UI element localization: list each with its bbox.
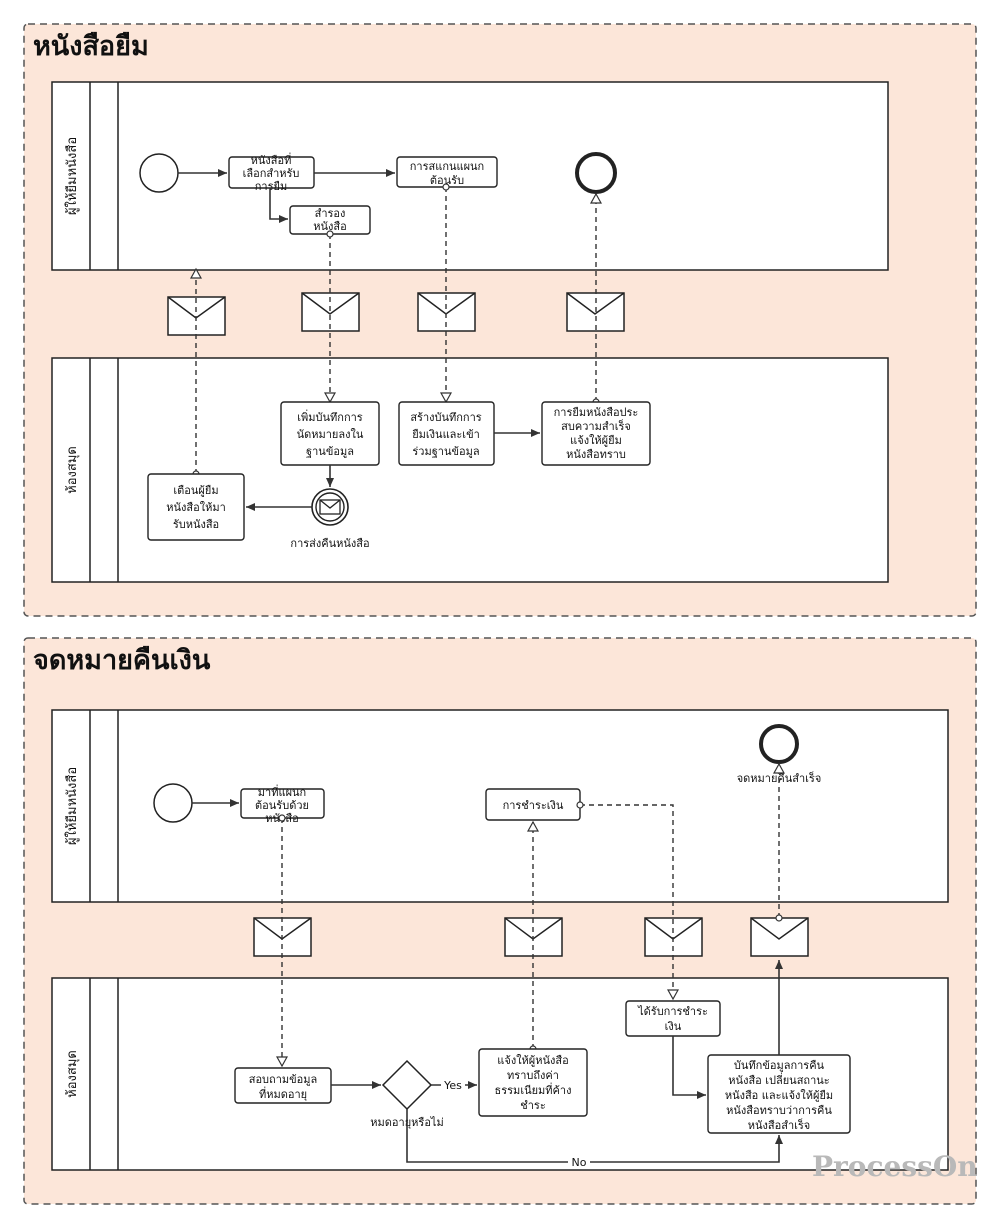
svg-text:เตือนผู้ยืม: เตือนผู้ยืม: [173, 484, 218, 497]
svg-text:ชำระ: ชำระ: [520, 1099, 545, 1112]
svg-text:แจ้งให้ผู้หนังสือ: แจ้งให้ผู้หนังสือ: [497, 1054, 568, 1067]
svg-text:หนังสือ และแจ้งให้ผู้ยืม: หนังสือ และแจ้งให้ผู้ยืม: [725, 1089, 833, 1102]
watermark-logo: ProcessOn: [812, 1150, 978, 1183]
task-arrive-reception[interactable]: มาที่แผนก ต้อนรับด้วย หนังสือ: [240, 784, 325, 825]
svg-text:หนังสือ เปลี่ยนสถานะ: หนังสือ เปลี่ยนสถานะ: [728, 1072, 829, 1087]
svg-text:ร่วมฐานข้อมูล: ร่วมฐานข้อมูล: [412, 445, 479, 458]
svg-text:ต้อนรับ: ต้อนรับ: [430, 174, 464, 187]
return-book-event-label: การส่งคืนหนังสือ: [290, 537, 369, 550]
svg-text:เพิ่มบันทึกการ: เพิ่มบันทึกการ: [297, 409, 363, 424]
svg-text:มาที่แผนก: มาที่แผนก: [258, 784, 306, 799]
svg-text:ต้อนรับด้วย: ต้อนรับด้วย: [255, 799, 309, 812]
task-remind-borrower[interactable]: เตือนผู้ยืม หนังสือให้มา รับหนังสือ: [147, 473, 245, 541]
start-event[interactable]: [139, 153, 179, 193]
svg-text:ที่หมดอายุ: ที่หมดอายุ: [259, 1086, 307, 1101]
end-event[interactable]: [575, 152, 617, 194]
lane-label-lender: ผู้ให้ยืมหนังสือ: [64, 137, 80, 215]
task-notify-fee[interactable]: แจ้งให้ผู้หนังสือ ทราบถึงค่า ธรรมเนียมที…: [478, 1048, 588, 1117]
svg-text:หนังสือที่: หนังสือที่: [251, 152, 292, 167]
task-record-return[interactable]: บันทึกข้อมูลการคืน หนังสือ เปลี่ยนสถานะ …: [707, 1054, 851, 1134]
svg-text:การยืมหนังสือประ: การยืมหนังสือประ: [554, 406, 639, 419]
task-loan-success-notify[interactable]: การยืมหนังสือประ สบความสำเร็จ แจ้งให้ผู้…: [541, 401, 651, 466]
yes-label: Yes: [443, 1079, 462, 1092]
pool-title: จดหมายคืนเงิน: [33, 645, 211, 676]
svg-text:หนังสือสำเร็จ: หนังสือสำเร็จ: [748, 1118, 810, 1132]
lane-library: [51, 357, 889, 583]
task-create-loan-record[interactable]: สร้างบันทึกการ ยืมเงินและเข้า ร่วมฐานข้อ…: [398, 401, 495, 466]
pool-refund-letter: จดหมายคืนเงิน ผู้ให้ยืมหนังสือ ห้องสมุด …: [23, 637, 977, 1205]
task-reserve-book[interactable]: สำรอง หนังสือ: [289, 205, 371, 235]
task-query-expired[interactable]: สอบถามข้อมูล ที่หมดอายุ: [234, 1067, 332, 1104]
pool-title: หนังสือยืม: [33, 31, 149, 62]
svg-text:การชำระเงิน: การชำระเงิน: [503, 799, 564, 812]
svg-text:บันทึกข้อมูลการคืน: บันทึกข้อมูลการคืน: [734, 1059, 825, 1072]
svg-text:การสแกนแผนก: การสแกนแผนก: [410, 160, 484, 173]
svg-text:แจ้งให้ผู้ยืม: แจ้งให้ผู้ยืม: [570, 434, 622, 447]
svg-text:หนังสือทราบ: หนังสือทราบ: [566, 448, 626, 461]
svg-text:สำรอง: สำรอง: [315, 207, 346, 220]
no-label: No: [572, 1156, 587, 1169]
task-add-appointment-record[interactable]: เพิ่มบันทึกการ นัดหมายลงใน ฐานข้อมูล: [280, 401, 380, 466]
message-envelope: [750, 917, 809, 957]
svg-text:หนังสือ: หนังสือ: [313, 220, 346, 233]
lane-label-lender: ผู้ให้ยืมหนังสือ: [64, 767, 80, 845]
lane-label-library: ห้องสมุด: [65, 1050, 80, 1098]
svg-text:รับหนังสือ: รับหนังสือ: [173, 518, 219, 531]
task-scan-reception[interactable]: การสแกนแผนก ต้อนรับ: [396, 156, 498, 188]
task-payment-received[interactable]: ได้รับการชำระ เงิน: [625, 1000, 721, 1037]
svg-text:ฐานข้อมูล: ฐานข้อมูล: [306, 445, 354, 458]
svg-text:ได้รับการชำระ: ได้รับการชำระ: [637, 1005, 708, 1018]
svg-text:เงิน: เงิน: [665, 1020, 682, 1033]
svg-text:หนังสือให้มา: หนังสือให้มา: [166, 501, 226, 514]
task-payment[interactable]: การชำระเงิน: [485, 788, 581, 821]
svg-text:สบความสำเร็จ: สบความสำเร็จ: [561, 419, 631, 433]
lane-label-library: ห้องสมุด: [65, 446, 80, 494]
task-select-book[interactable]: หนังสือที่ เลือกสำหรับ การยืม: [228, 152, 315, 193]
intermediate-message-event[interactable]: [311, 488, 349, 526]
svg-text:เลือกสำหรับ: เลือกสำหรับ: [243, 167, 300, 180]
start-event[interactable]: [153, 783, 193, 823]
svg-text:ยืมเงินและเข้า: ยืมเงินและเข้า: [412, 428, 480, 441]
end-event[interactable]: [759, 724, 799, 764]
pool-book-borrowing: หนังสือยืม ผู้ให้ยืมหนังสือ ห้องสมุด หนั…: [23, 23, 977, 617]
svg-text:หนังสือทราบว่าการคืน: หนังสือทราบว่าการคืน: [726, 1104, 832, 1117]
svg-text:สร้างบันทึกการ: สร้างบันทึกการ: [410, 411, 481, 424]
svg-text:การยืม: การยืม: [255, 180, 287, 193]
svg-text:นัดหมายลงใน: นัดหมายลงใน: [297, 428, 364, 441]
svg-text:ทราบถึงค่า: ทราบถึงค่า: [507, 1069, 559, 1082]
svg-text:ธรรมเนียมที่ค้าง: ธรรมเนียมที่ค้าง: [495, 1082, 572, 1097]
svg-text:สอบถามข้อมูล: สอบถามข้อมูล: [249, 1073, 318, 1086]
